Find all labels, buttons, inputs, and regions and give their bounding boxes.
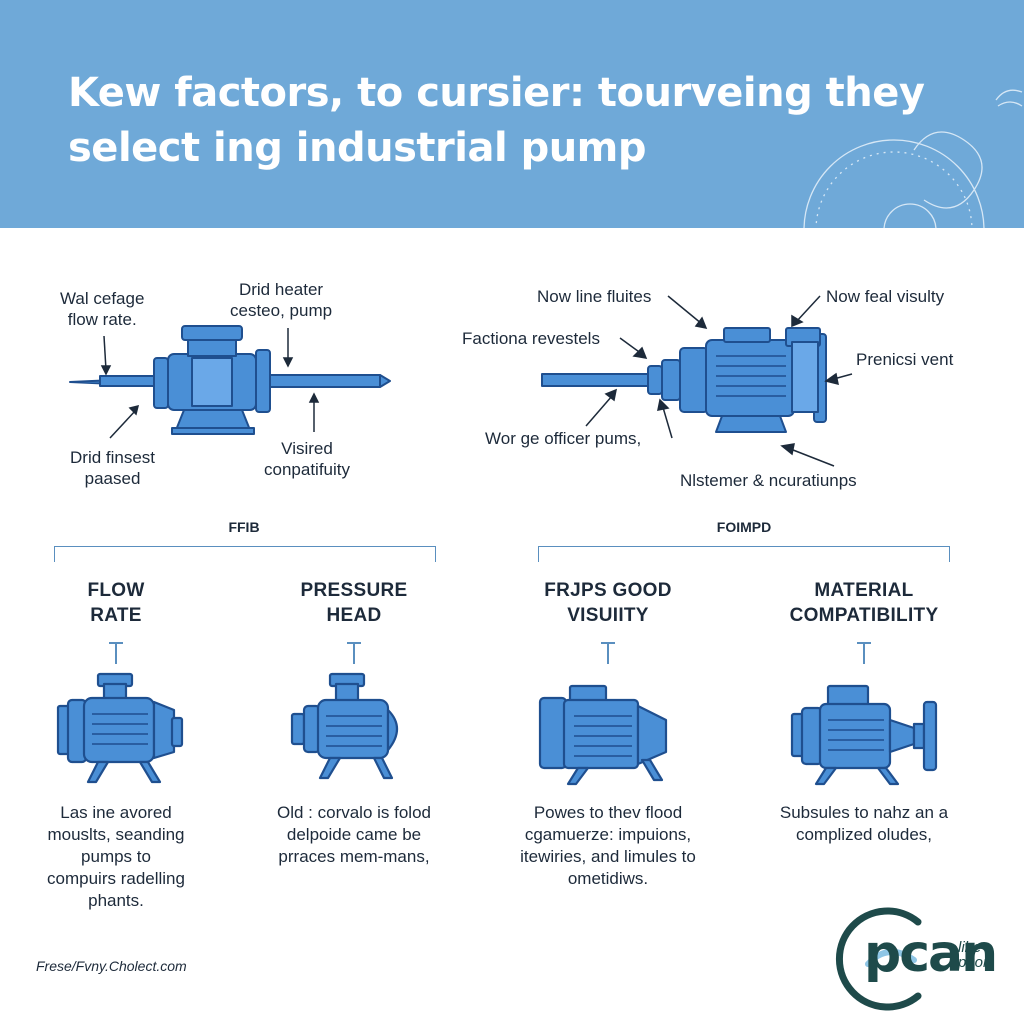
gear-decoration-icon xyxy=(803,89,1023,228)
header-banner: Kew factors, to cursier: tourveing they … xyxy=(0,0,1024,228)
left-label-compatibility: Visired conpatifuity xyxy=(264,439,350,479)
title-line-1: Kew factors, to cursier: tourveing they xyxy=(68,70,925,116)
title-line-2: select ing industrial pump xyxy=(68,125,647,171)
right-label-ncuratiunps: Nlstemer & ncuratiunps xyxy=(680,471,857,490)
factor-title: FLOW RATE xyxy=(87,580,145,626)
group-title-right: FOIMPD xyxy=(716,519,772,535)
inline-pump-diagram xyxy=(69,325,391,439)
brand-logo: pcan lihe pnort xyxy=(818,902,1018,1012)
group-title-left: FFIB xyxy=(228,519,260,535)
factor-connector xyxy=(347,642,361,664)
factor-connector xyxy=(857,642,871,664)
motor-pump-icon xyxy=(538,684,668,786)
factor-flow-rate: FLOW RATE xyxy=(16,578,216,664)
group-bracket-left xyxy=(54,546,436,562)
right-label-fluites: Now line fluites xyxy=(537,287,652,306)
logo-ring-icon xyxy=(835,907,922,1011)
right-label-revestels: Factiona revestels xyxy=(462,329,600,348)
footer-url[interactable]: Frese/Fvny.Cholect.com xyxy=(36,958,187,974)
pressure-pump-icon xyxy=(290,672,399,780)
right-label-officer-pums: Wor ge officer pums, xyxy=(485,429,642,448)
factor-material-compatibility: MATERIAL COMPATIBILITY xyxy=(764,578,964,664)
group-bracket-right xyxy=(538,546,950,562)
left-label-heater-pump: Drid heater cesteo, pump xyxy=(230,280,333,320)
logo-wordmark: pcan xyxy=(864,924,998,984)
material-pump-icon xyxy=(790,684,938,786)
factor-title: FRJPS GOOD VISUIITY xyxy=(544,580,672,626)
right-label-visulty: Now feal visulty xyxy=(826,287,945,306)
factor-connector xyxy=(601,642,615,664)
left-label-flow-rate: Wal cefage flow rate. xyxy=(60,289,145,329)
factor-pressure-head: PRESSURE HEAD xyxy=(254,578,454,664)
centrifugal-pump-icon xyxy=(56,672,184,784)
right-label-prenicsi: Prenicsi vent xyxy=(856,350,954,369)
factor-title: MATERIAL COMPATIBILITY xyxy=(789,580,939,626)
left-label-finsest: Drid finsest paased xyxy=(70,448,156,488)
factor-visuiity: FRJPS GOOD VISUIITY xyxy=(508,578,708,664)
logo-tagline: lihe pnort xyxy=(958,939,993,971)
page-title: Kew factors, to cursier: tourveing they … xyxy=(68,66,928,176)
motor-pump-diagram xyxy=(541,295,853,467)
factor-connector xyxy=(109,642,123,664)
factor-title: PRESSURE HEAD xyxy=(300,580,408,626)
